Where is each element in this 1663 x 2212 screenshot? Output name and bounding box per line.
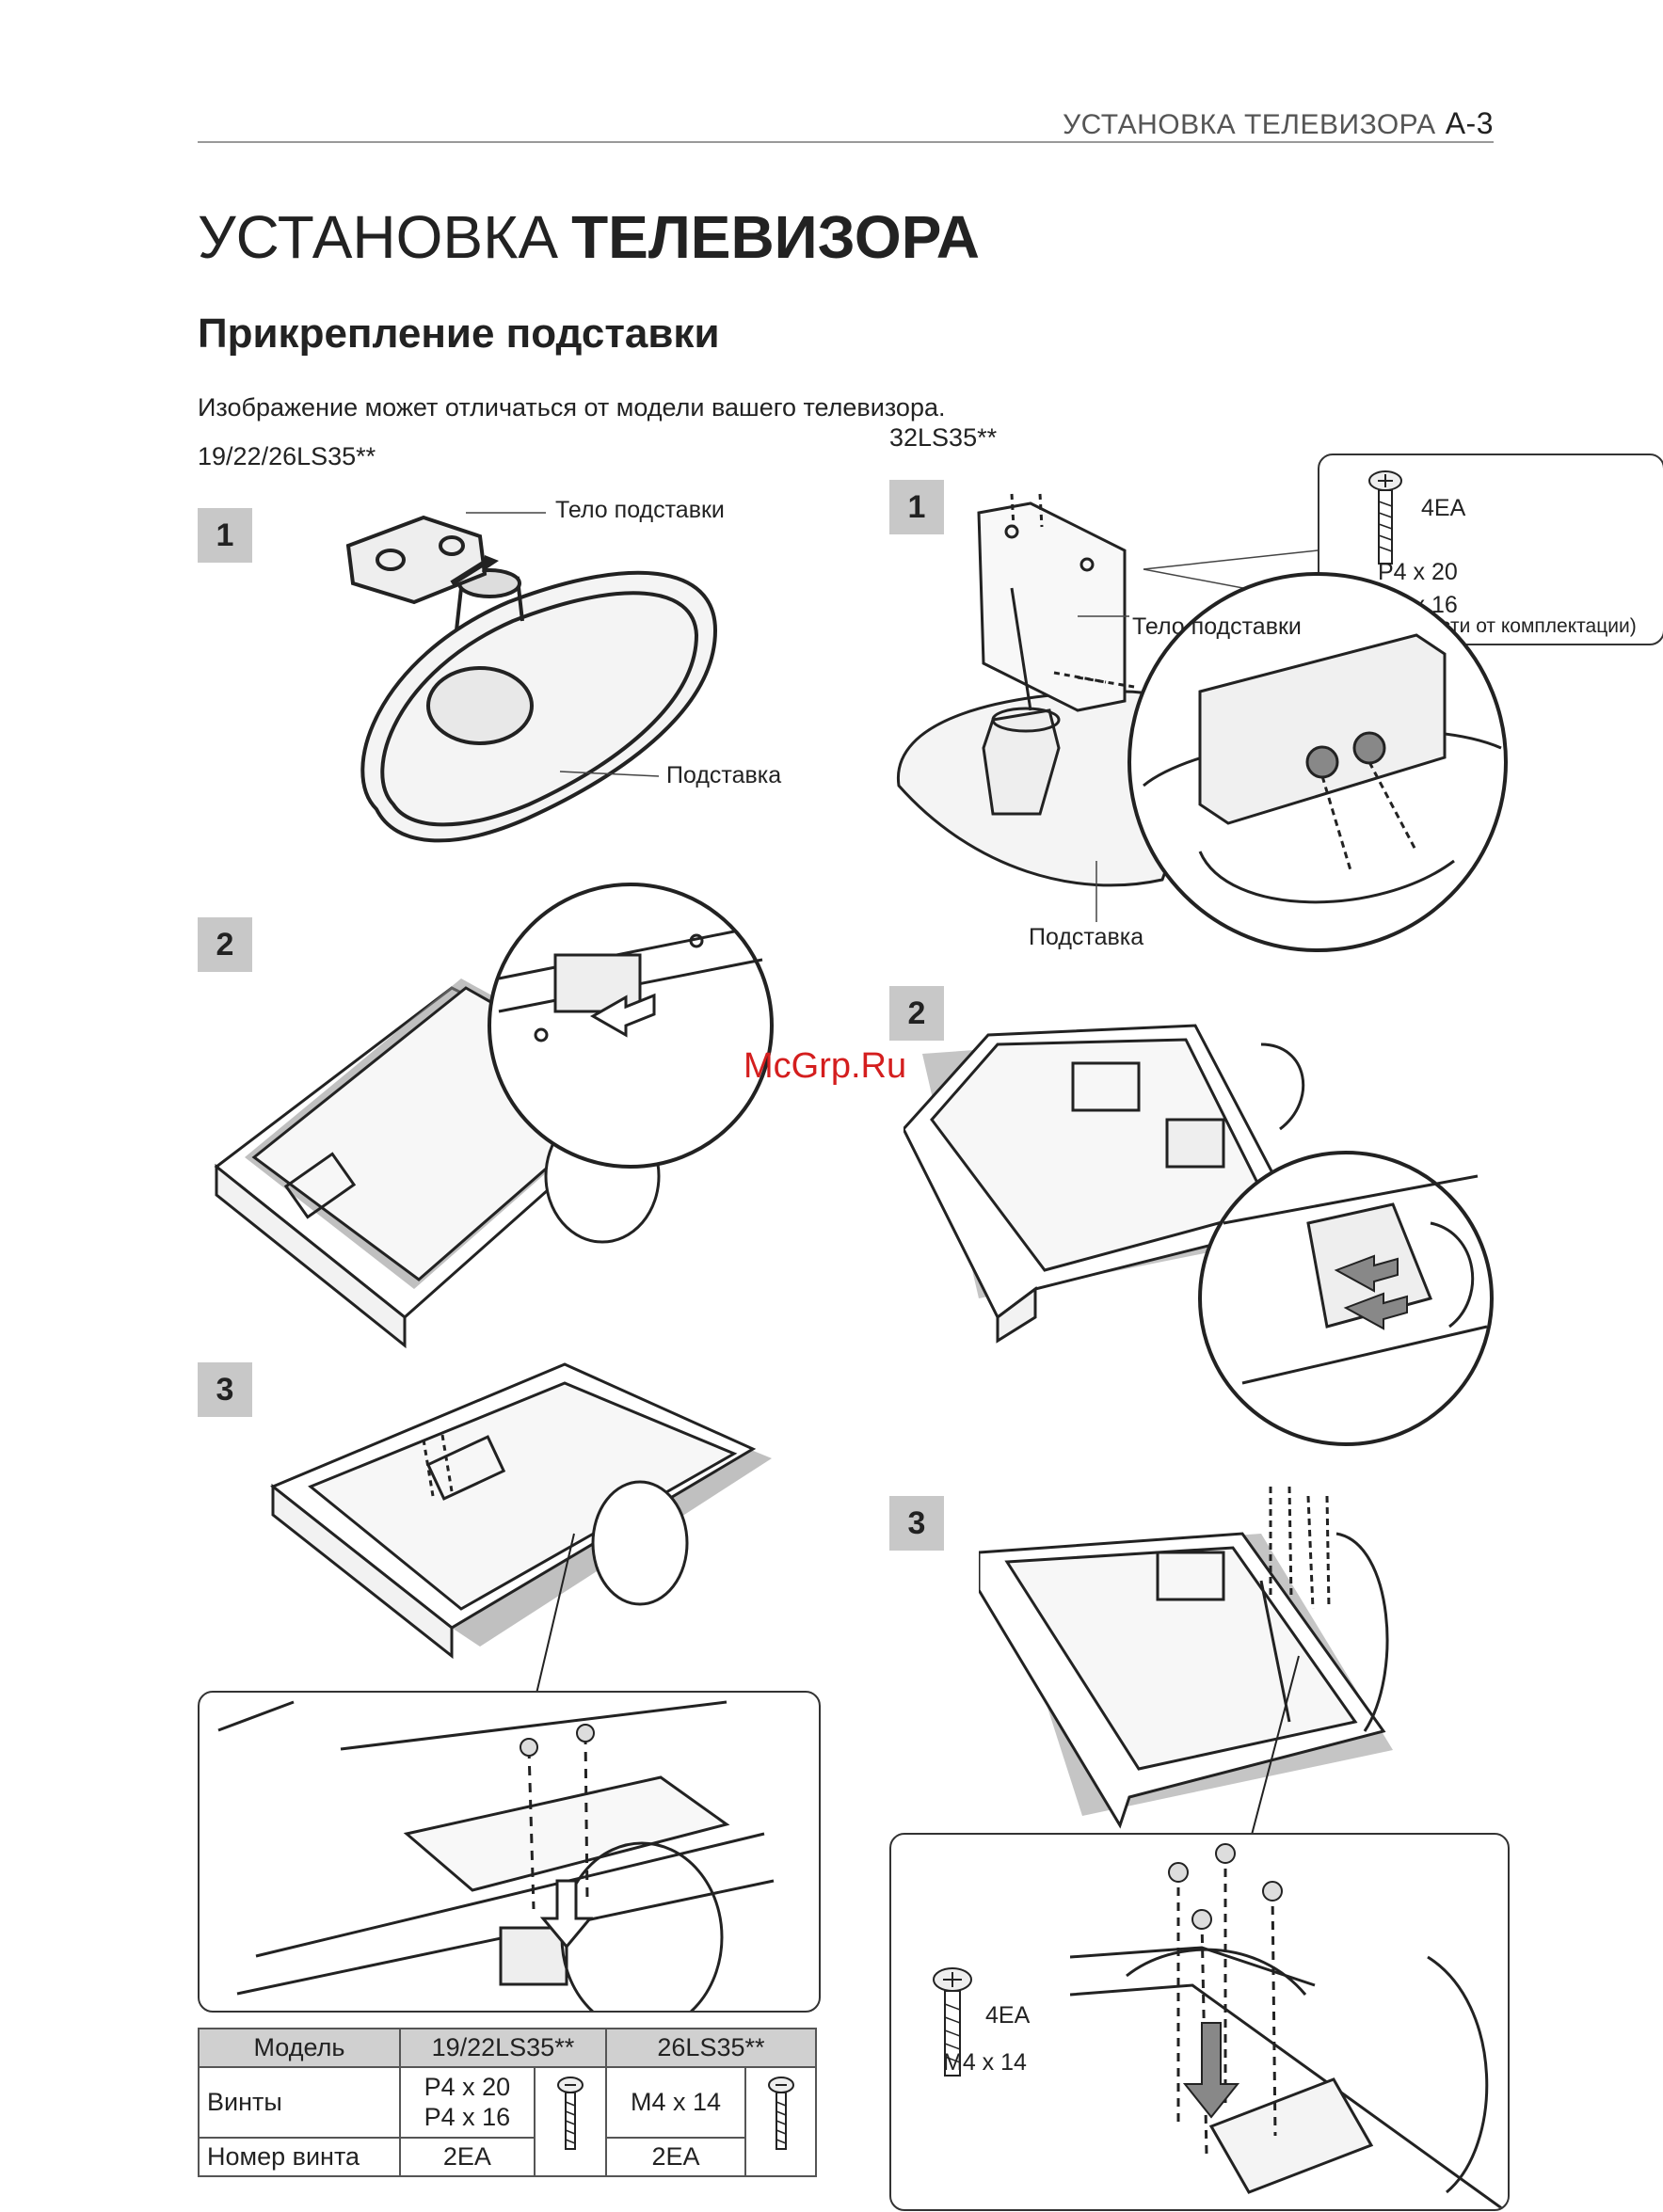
left-step1-illustration: [345, 512, 718, 843]
table-cell-number-a: 2EA: [398, 2136, 536, 2177]
right-screw-qty: 4EA: [1421, 495, 1466, 521]
right-screw-size-1: P4 x 20: [1378, 559, 1458, 585]
page-title-bold: ТЕЛЕВИЗОРА: [571, 203, 980, 271]
running-header: УСТАНОВКА ТЕЛЕВИЗОРА A-3: [1063, 106, 1494, 141]
screw-icon: [933, 1967, 972, 2077]
screw-icon: [767, 2077, 794, 2151]
left-step3-zoom-illustration: [217, 1700, 775, 2011]
header-rule: [198, 141, 1494, 143]
right-step-1-badge: 1: [889, 480, 944, 534]
table-cell-number-b: 2EA: [604, 2136, 747, 2177]
left-step-3-badge: 3: [198, 1362, 252, 1417]
left-step-2-badge: 2: [198, 917, 252, 972]
right-step1-illustration: [896, 493, 1508, 952]
right-step3-zoom-illustration: [1070, 1843, 1504, 2209]
left-stand-label: Подставка: [666, 762, 782, 788]
table-cell-screws-a: P4 x 20 P4 x 16: [398, 2066, 536, 2139]
screw-icon: [520, 1724, 595, 1757]
table-cell-screws-b: M4 x 14: [604, 2066, 747, 2139]
right-model-label: 32LS35**: [889, 423, 998, 452]
screw-icon: [1168, 1843, 1283, 1930]
watermark-text: McGrp.Ru: [744, 1046, 907, 1086]
right-stand-label: Подставка: [1029, 924, 1144, 950]
running-header-section: УСТАНОВКА ТЕЛЕВИЗОРА: [1063, 109, 1436, 140]
table-screw-icon-a: [533, 2066, 607, 2177]
screw-size-a1: P4 x 20: [424, 2073, 511, 2101]
table-row-label-number: Номер винта: [198, 2136, 401, 2177]
right-stand-body-label: Тело подставки: [1132, 613, 1302, 640]
right-step3-illustration: [979, 1486, 1393, 1836]
right-step-2-badge: 2: [889, 986, 944, 1041]
section-title: Прикрепление подставки: [198, 310, 720, 357]
left-model-label: 19/22/26LS35**: [198, 442, 376, 470]
table-header-model: Модель: [198, 2028, 401, 2068]
table-screw-icon-b: [744, 2066, 817, 2177]
table-row: Винты P4 x 20 P4 x 16 M4 x 14: [198, 2066, 817, 2177]
screw-size-a2: P4 x 16: [424, 2103, 511, 2132]
right-step3-size: M4 x 14: [943, 2049, 1027, 2076]
table-row: Номер винта 2EA 2EA: [198, 2136, 816, 2177]
note-text: Изображение может отличаться от модели в…: [198, 393, 946, 422]
left-stand-body-label: Тело подставки: [555, 497, 725, 523]
page-title-light: УСТАНОВКА: [198, 203, 559, 271]
right-step2-illustration: [903, 1024, 1494, 1446]
table-header-model-a: 19/22LS35**: [398, 2028, 607, 2068]
right-step3-zoom-box: 4EA M4 x 14: [889, 1833, 1510, 2211]
left-step2-illustration: [214, 883, 774, 1349]
screw-icon: [556, 2077, 584, 2151]
table-row-label-screws: Винты: [198, 2066, 401, 2139]
left-step3-illustration: [270, 1362, 772, 1695]
left-step3-zoom-box: [198, 1691, 821, 2013]
left-step-1-badge: 1: [198, 508, 252, 563]
screw-spec-table: Модель 19/22LS35** 26LS35** Винты P4 x 2…: [198, 2028, 818, 2177]
right-step3-qty: 4EA: [985, 2002, 1031, 2029]
screw-icon: [1368, 470, 1402, 565]
right-step-3-badge: 3: [889, 1496, 944, 1551]
table-header-row: Модель 19/22LS35** 26LS35**: [198, 2028, 818, 2068]
table-header-model-b: 26LS35**: [604, 2028, 818, 2068]
page-number: A-3: [1445, 106, 1494, 140]
